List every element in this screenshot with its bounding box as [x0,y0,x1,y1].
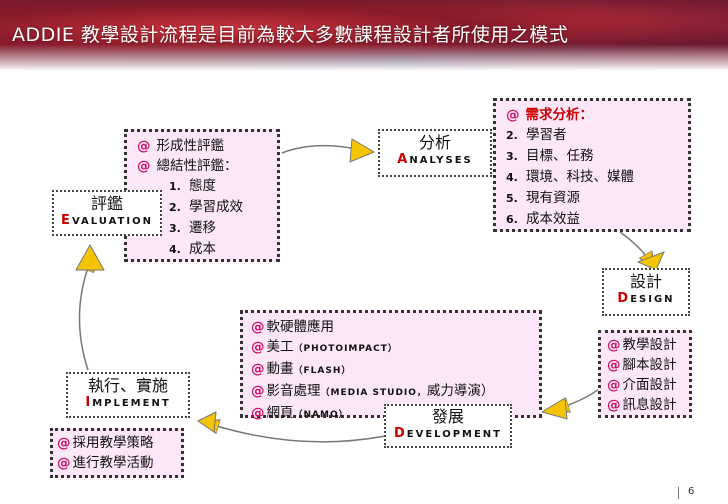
stage-analysis-zh: 分析 [418,133,451,152]
page-title: ADDIE 教學設計流程是目前為較大多數課程設計者所使用之模式 [12,24,569,46]
stage-analysis-en: ANALYSES [397,152,473,167]
implement-item: @進行教學活動 [57,455,154,471]
bullet-icon: @ [251,339,265,355]
banner-fade [0,44,728,70]
bullet-icon: @ [251,383,265,399]
stage-analysis: 分析 ANALYSES [378,129,492,177]
evaluation-details-box: @形成性評鑑 @總結性評鑑： 1.態度 2.學習成效 3.遷移 4.成本 [124,129,280,262]
development-item: @網頁（NAMO） [251,405,349,421]
evaluation-subitem: 3.遷移 [169,220,216,236]
stage-evaluation-zh: 評鑑 [90,194,123,213]
arrowhead-5 [75,243,105,271]
arrow-evaluation-to-analysis [281,146,362,153]
stage-development-en: DEVELOPMENT [393,426,503,441]
evaluation-subitem: 4.成本 [169,241,216,257]
arrowhead-1 [349,138,376,163]
bullet-icon: @ [607,357,621,373]
stage-implement-zh: 執行、實施 [87,376,168,395]
bullet-icon: @ [607,337,621,353]
analysis-item: 5.現有資源 [506,190,580,206]
page-number: 6 [688,486,695,497]
analysis-item: 6.成本效益 [506,211,580,227]
design-details-box: @教學設計 @腳本設計 @介面設計 @訊息設計 [598,330,692,418]
implement-details-box: @採用教學策略 @進行教學活動 [50,428,184,478]
development-item: @影音處理（MEDIA STUDIO，威力導演） [251,383,495,399]
bullet-icon: @ [251,405,265,421]
arrowhead-3 [540,397,568,420]
design-item: @教學設計 [607,337,677,353]
analysis-details-box: @需求分析： 2.學習者 3.目標、任務 4.環境、科技、媒體 5.現有資源 6… [493,98,691,232]
development-item: @軟硬體應用 [251,319,334,335]
analysis-item: 2.學習者 [506,127,567,143]
header-banner: ADDIE 教學設計流程是目前為較大多數課程設計者所使用之模式 [0,0,728,70]
arrowhead-4 [197,411,217,433]
analysis-item: 3.目標、任務 [506,148,594,164]
development-item: @動畫（FLASH） [251,361,352,377]
stage-development: 發展 DEVELOPMENT [384,404,512,448]
implement-item: @採用教學策略 [57,435,154,451]
bullet-icon: @ [251,319,265,335]
design-item: @腳本設計 [607,357,677,373]
evaluation-item-summative: @總結性評鑑： [137,158,238,174]
arrow-implement-to-evaluation [78,262,90,371]
bullet-icon: @ [137,158,151,174]
evaluation-subitem: 1.態度 [169,178,216,194]
bullet-icon: @ [251,361,265,377]
arrow-analysis-to-design [619,231,650,262]
stage-evaluation: 評鑑 EVALUATION [52,190,162,236]
stage-design: 設計 DESIGN [602,268,690,316]
stage-evaluation-en: EVALUATION [61,213,153,228]
stage-implement-en: IMPLEMENT [85,395,171,410]
bullet-icon: @ [57,455,71,471]
stage-design-en: DESIGN [617,291,675,306]
bullet-icon: @ [57,435,71,451]
analysis-item: 4.環境、科技、媒體 [506,169,634,185]
bullet-icon: @ [506,107,520,123]
footer-divider [678,487,679,499]
stage-design-zh: 設計 [629,272,662,291]
development-details-box: @軟硬體應用 @美工（PHOTOIMPACT） @動畫（FLASH） @影音處理… [240,310,542,421]
stage-development-zh: 發展 [431,407,464,426]
development-item: @美工（PHOTOIMPACT） [251,339,398,355]
bullet-icon: @ [607,397,621,413]
arrow-development-to-implement [210,424,386,443]
design-item: @訊息設計 [607,397,677,413]
stage-implement: 執行、實施 IMPLEMENT [66,372,190,418]
evaluation-subitem: 2.學習成效 [169,199,243,215]
bullet-icon: @ [607,377,621,393]
bullet-icon: @ [137,138,151,154]
analysis-header: @需求分析： [506,107,593,123]
design-item: @介面設計 [607,377,677,393]
arrowhead-2 [636,251,665,271]
evaluation-item-formative: @形成性評鑑 [137,138,224,154]
